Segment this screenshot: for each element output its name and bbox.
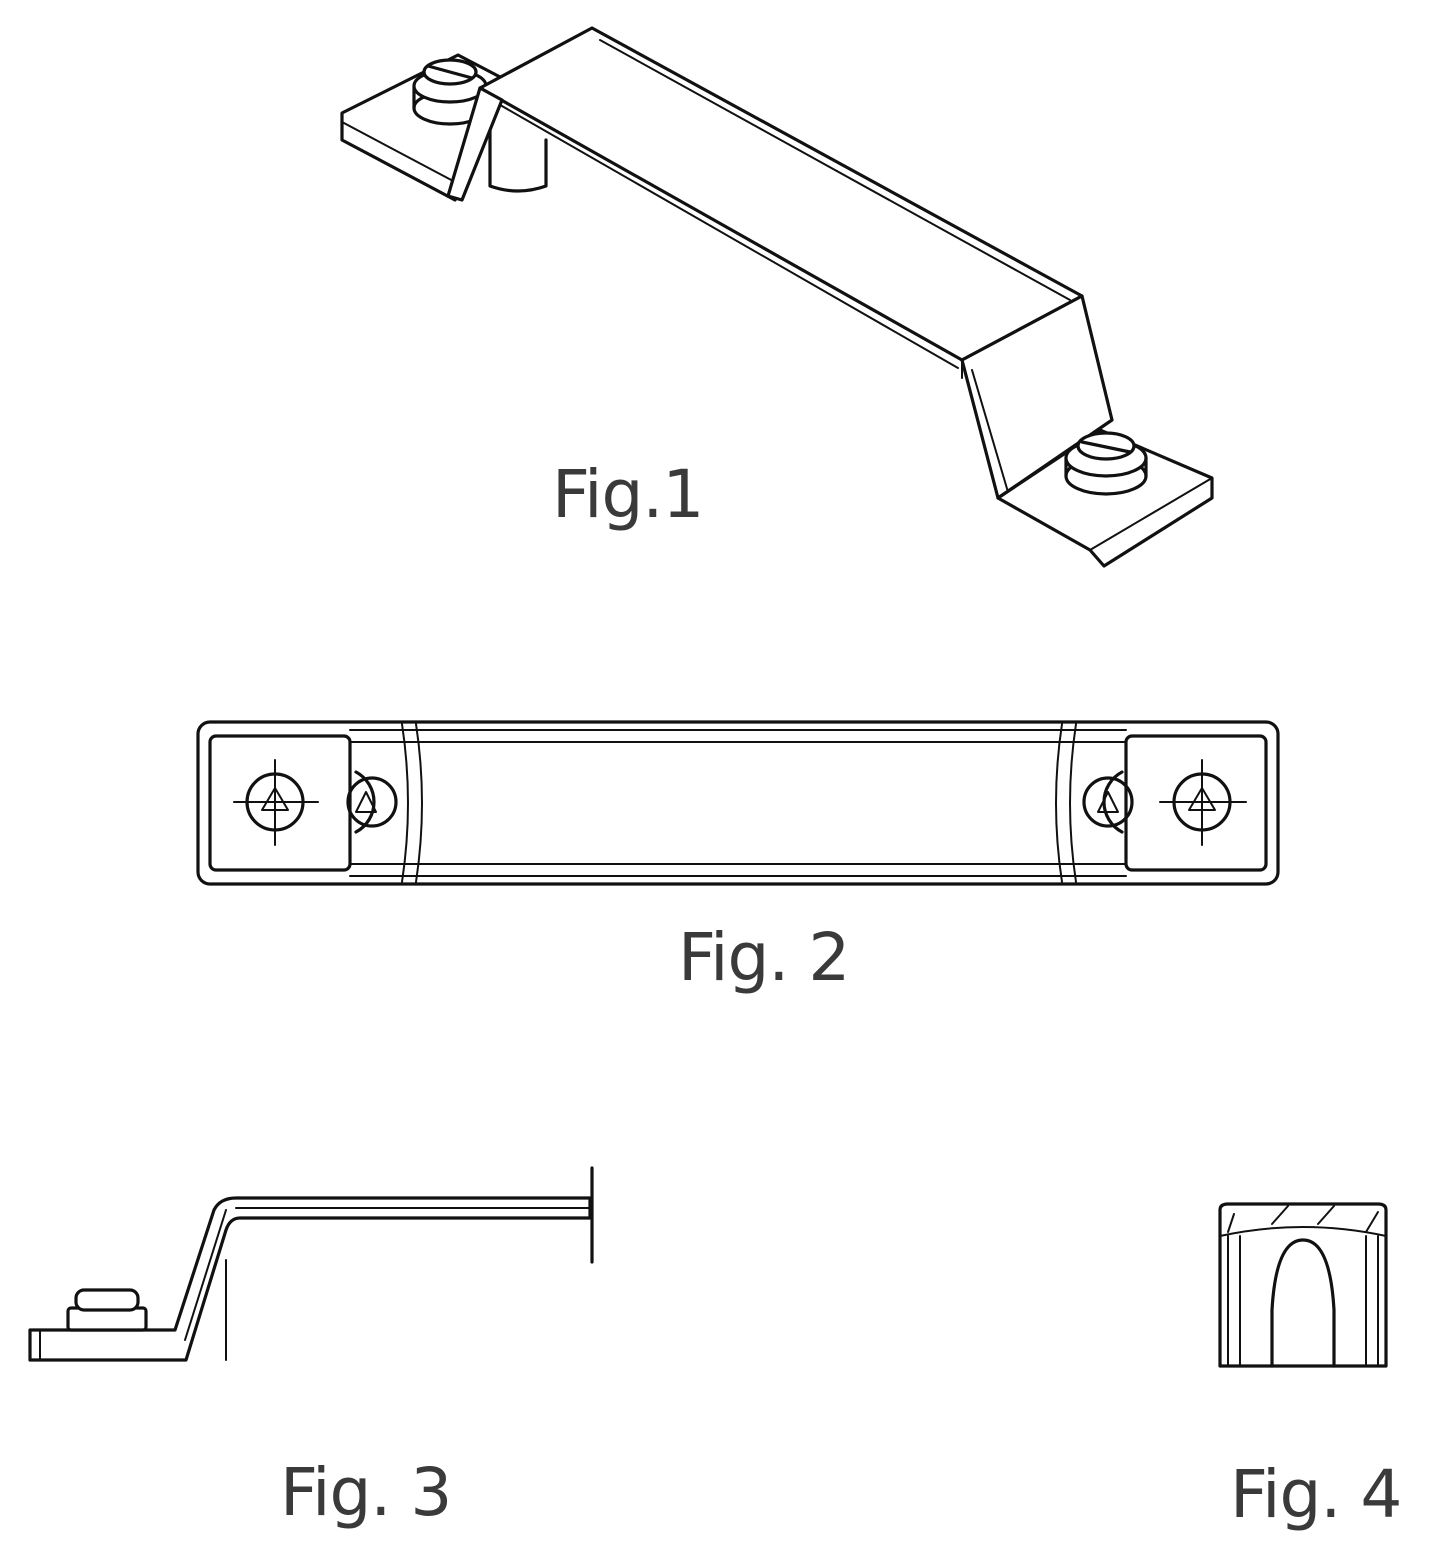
fig4-caption: Fig. 4: [1230, 1462, 1401, 1528]
